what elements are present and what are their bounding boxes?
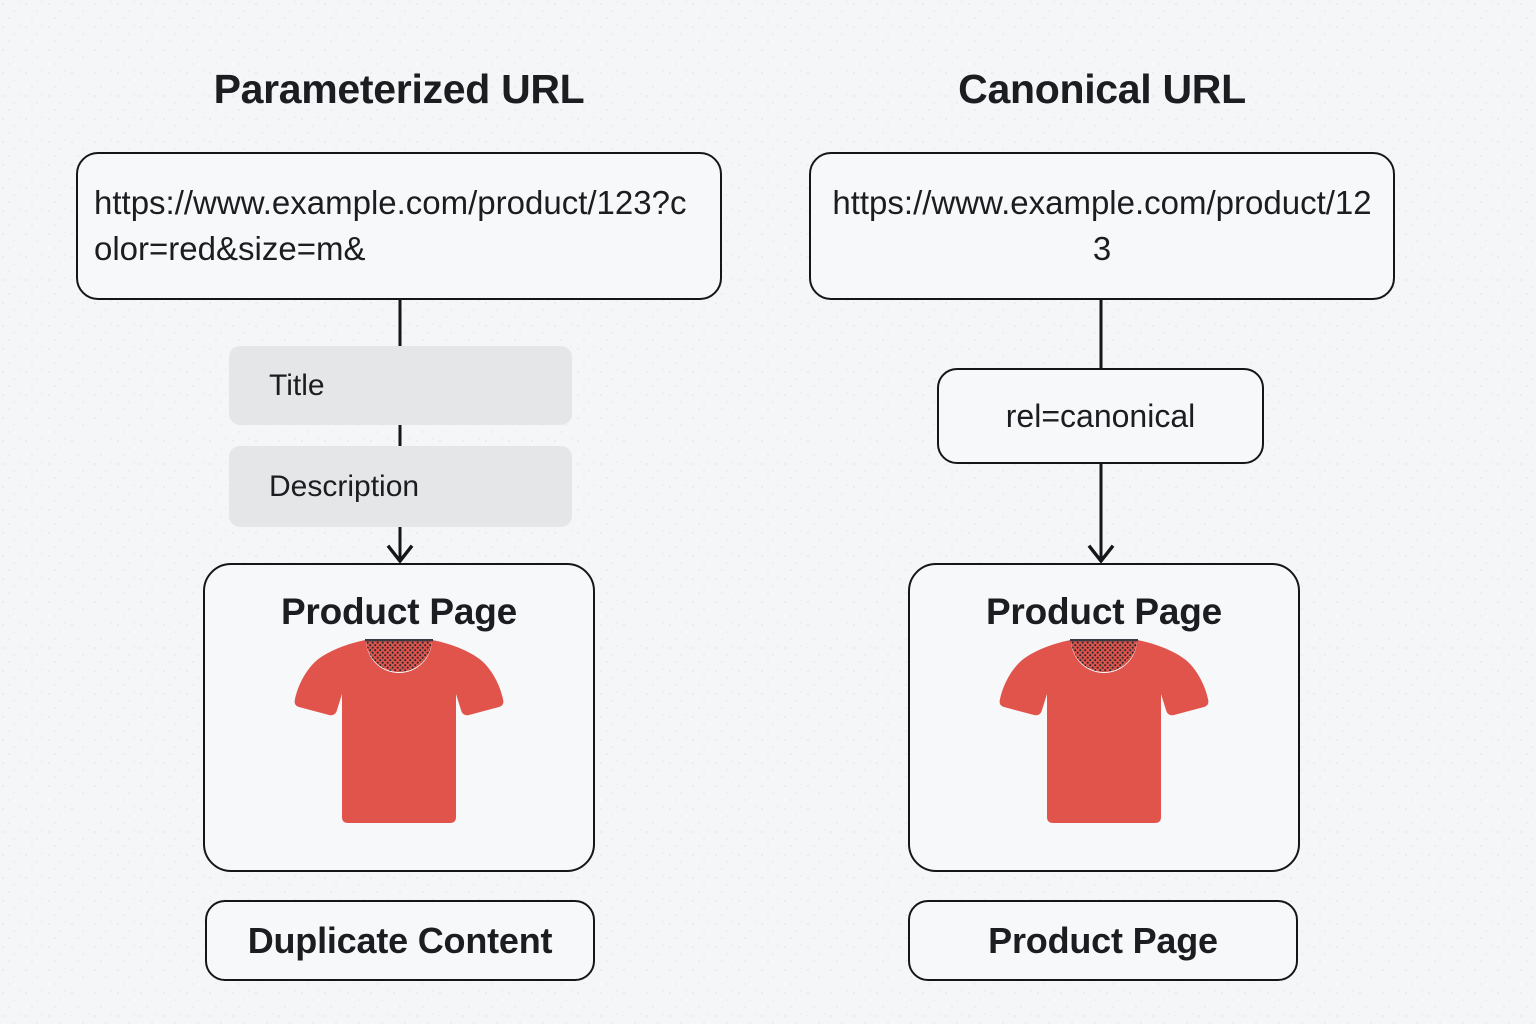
parameterized-url-box: https://www.example.com/product/123?colo… [76,152,722,300]
canonical-url-box: https://www.example.com/product/123 [809,152,1395,300]
column-header-canonical: Canonical URL [958,66,1246,112]
meta-chip-description-label: Description [269,469,420,503]
rel-canonical-box: rel=canonical [937,368,1264,464]
meta-chip-title: Title [229,346,572,425]
meta-chip-title-label: Title [269,368,325,402]
column-header-parameterized: Parameterized URL [213,66,585,112]
canonical-url-line-1: https://www.example.com/ [832,184,1216,222]
product-page-card-right-title: Product Page [985,591,1223,632]
canonical-url-text: https://www.example.com/product/123 [827,180,1377,271]
product-page-card-left-title: Product Page [280,591,518,632]
product-page-card-left: Product Page [203,563,595,872]
canonical-url-line-2: product/123 [1092,184,1372,267]
parameterized-url-text: https://www.example.com/product/123?colo… [94,180,704,271]
outcome-box-duplicate-content: Duplicate Content [205,900,595,981]
parameterized-url-line-2: t/123?color=red&size=m& [94,184,687,267]
tshirt-icon [999,639,1209,825]
tshirt-icon [294,639,504,825]
product-page-card-right: Product Page [908,563,1300,872]
meta-chip-description: Description [229,446,572,527]
parameterized-url-line-1: https://www.example.com/produc [94,184,579,222]
arrowhead-left [386,544,414,564]
outcome-box-product-page: Product Page [908,900,1298,981]
outcome-right-label: Product Page [988,919,1218,961]
outcome-left-label: Duplicate Content [247,919,553,961]
rel-canonical-label: rel=canonical [1005,397,1196,434]
arrowhead-right [1087,544,1115,564]
